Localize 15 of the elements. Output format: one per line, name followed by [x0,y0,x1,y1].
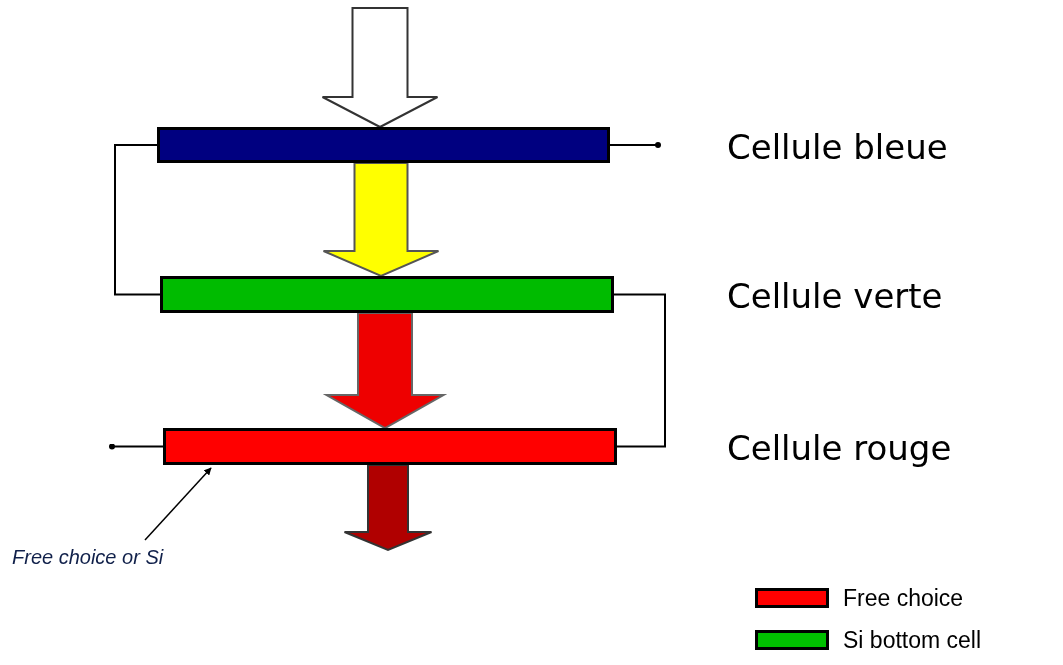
cell-label: Cellule verte [727,276,943,316]
light-arrow [321,7,439,129]
light-arrow [322,162,440,278]
light-arrow [343,464,433,552]
wire [109,443,164,450]
wire [609,142,661,148]
leader-line [144,467,212,541]
annotation-text: Free choice or Si [12,546,164,569]
cell-label: Cellule bleue [727,127,948,167]
legend-label: Free choice [843,584,964,612]
light-arrow [322,312,448,430]
legend-label: Si bottom cell [843,626,982,654]
cell-label: Cellule rouge [727,428,952,468]
wire [613,293,666,448]
wire [114,144,161,296]
